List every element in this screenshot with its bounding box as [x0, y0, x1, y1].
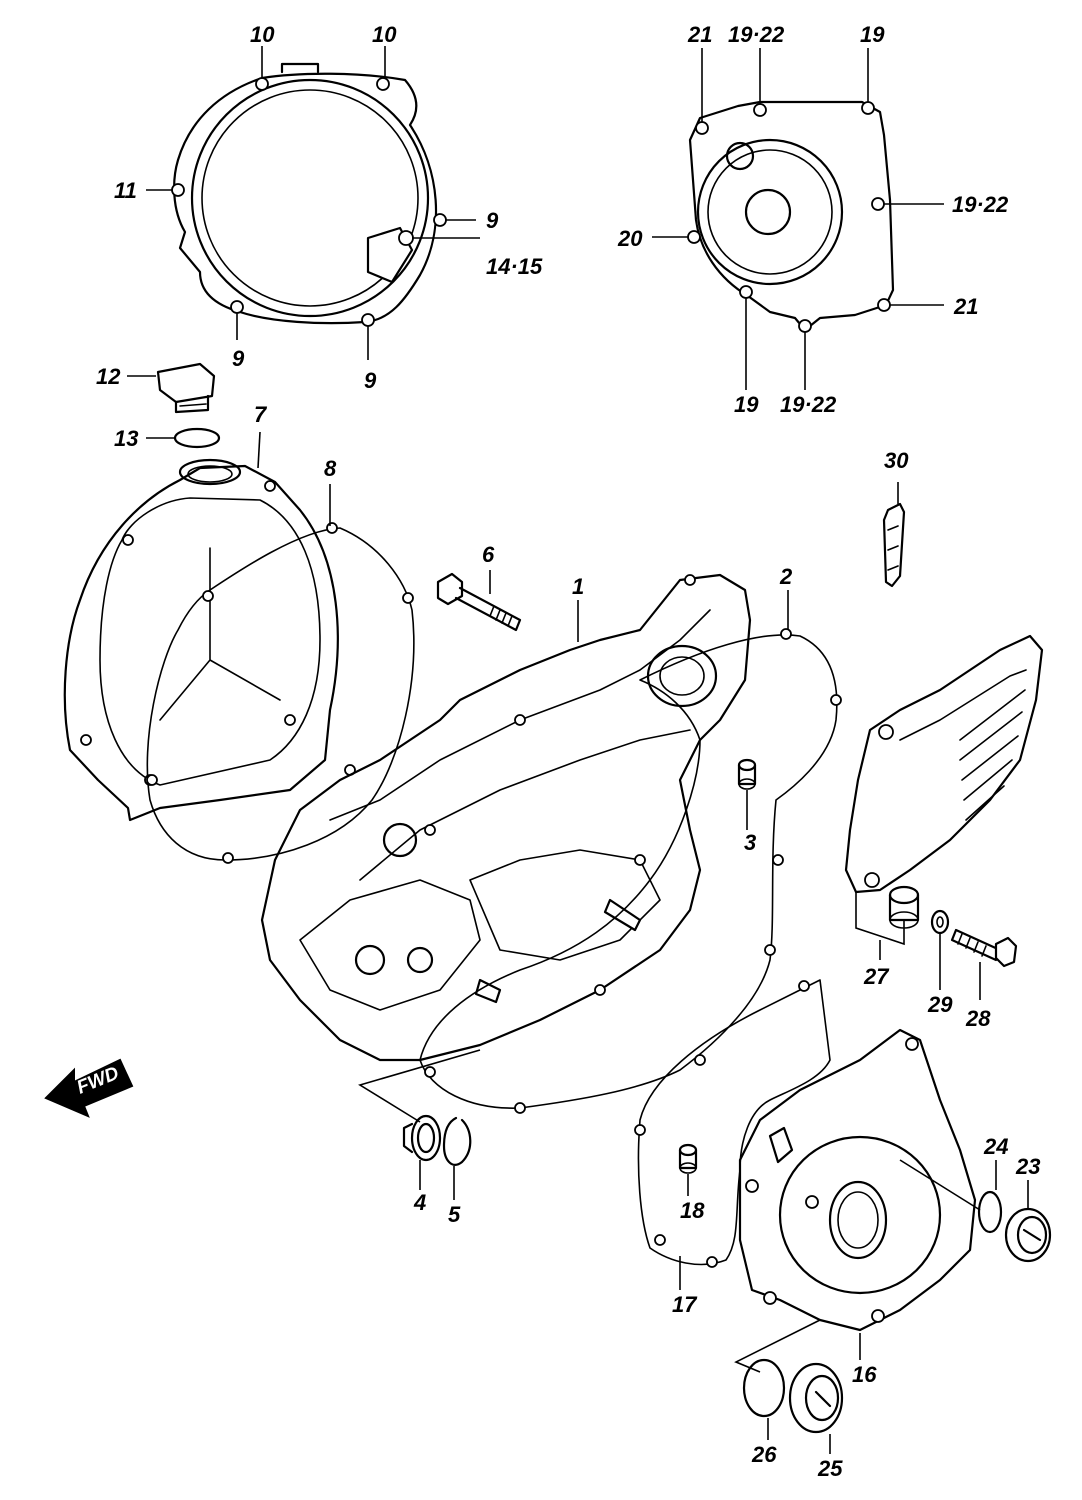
callout-19-bottom: 19 [734, 392, 759, 417]
callout-1: 1 [572, 574, 584, 599]
leader-lines [127, 46, 1029, 1454]
starter-cover-gasket [637, 979, 831, 1266]
oil-filler-cap [156, 362, 216, 414]
callout-19-22-top: 19·22 [728, 22, 785, 47]
washer-29-inner [936, 916, 944, 928]
callout-24: 24 [983, 1134, 1008, 1159]
callout-18: 18 [680, 1198, 705, 1223]
o-ring-24 [977, 1190, 1003, 1234]
crankcase-gasket [419, 634, 838, 1109]
callout-30: 30 [884, 448, 909, 473]
callout-16: 16 [852, 1362, 877, 1387]
oil-seal-4 [402, 1114, 442, 1162]
callout-17: 17 [672, 1292, 698, 1317]
callout-10-right: 10 [372, 22, 397, 47]
callout-13: 13 [114, 426, 138, 451]
callout-21-right: 21 [953, 294, 978, 319]
gasket-2-holes [424, 628, 842, 1114]
callout-9-bottom-left: 9 [232, 346, 245, 371]
callout-28: 28 [965, 1006, 991, 1031]
callout-2: 2 [779, 564, 793, 589]
gasket-8-holes [146, 522, 414, 864]
sprocket-cover [844, 634, 1044, 894]
callout-27: 27 [863, 964, 890, 989]
callout-23: 23 [1015, 1154, 1040, 1179]
callout-14-15: 14·15 [486, 254, 543, 279]
callout-19-top: 19 [860, 22, 885, 47]
magneto-cover [687, 100, 895, 333]
callout-3: 3 [744, 830, 756, 855]
callout-26: 26 [751, 1442, 777, 1467]
callout-9-bottom-right: 9 [364, 368, 377, 393]
callout-10-left: 10 [250, 22, 275, 47]
forward-direction-arrow: FWD [44, 1058, 134, 1118]
crankcase-left-half [260, 573, 752, 1062]
plug-23 [1004, 1207, 1052, 1263]
dowel-pin-18 [678, 1143, 698, 1174]
clutch-cover-gasket [146, 527, 415, 861]
plug-25 [788, 1362, 844, 1434]
o-ring-26 [742, 1358, 786, 1418]
callout-12: 12 [96, 364, 121, 389]
bolt-28 [950, 928, 1018, 968]
callout-4: 4 [413, 1190, 426, 1215]
callout-labels: 10 10 11 9 14·15 9 9 12 13 7 8 21 19·22 … [96, 22, 1040, 1481]
callout-9-right: 9 [486, 208, 499, 233]
washer-29 [930, 909, 950, 935]
callout-11: 11 [114, 178, 137, 203]
o-ring-13 [173, 427, 221, 449]
clutch-cover-inner [63, 458, 339, 822]
starter-cover [738, 1028, 977, 1332]
callout-5: 5 [448, 1202, 461, 1227]
callout-19-22-bottom: 19·22 [780, 392, 837, 417]
callout-6: 6 [482, 542, 495, 567]
clip-30 [882, 502, 906, 588]
circlip-5 [442, 1116, 472, 1166]
callout-8: 8 [324, 456, 337, 481]
callout-19-22-right: 19·22 [952, 192, 1009, 217]
callout-25: 25 [817, 1456, 843, 1481]
callout-20: 20 [617, 226, 643, 251]
callout-7: 7 [254, 402, 268, 427]
dowel-pin-3 [737, 758, 757, 790]
bolt-6 [436, 572, 522, 632]
callout-21-top: 21 [687, 22, 712, 47]
gasket-17-holes [634, 980, 810, 1268]
callout-29: 29 [927, 992, 953, 1017]
clutch-cover-outer [171, 62, 447, 327]
